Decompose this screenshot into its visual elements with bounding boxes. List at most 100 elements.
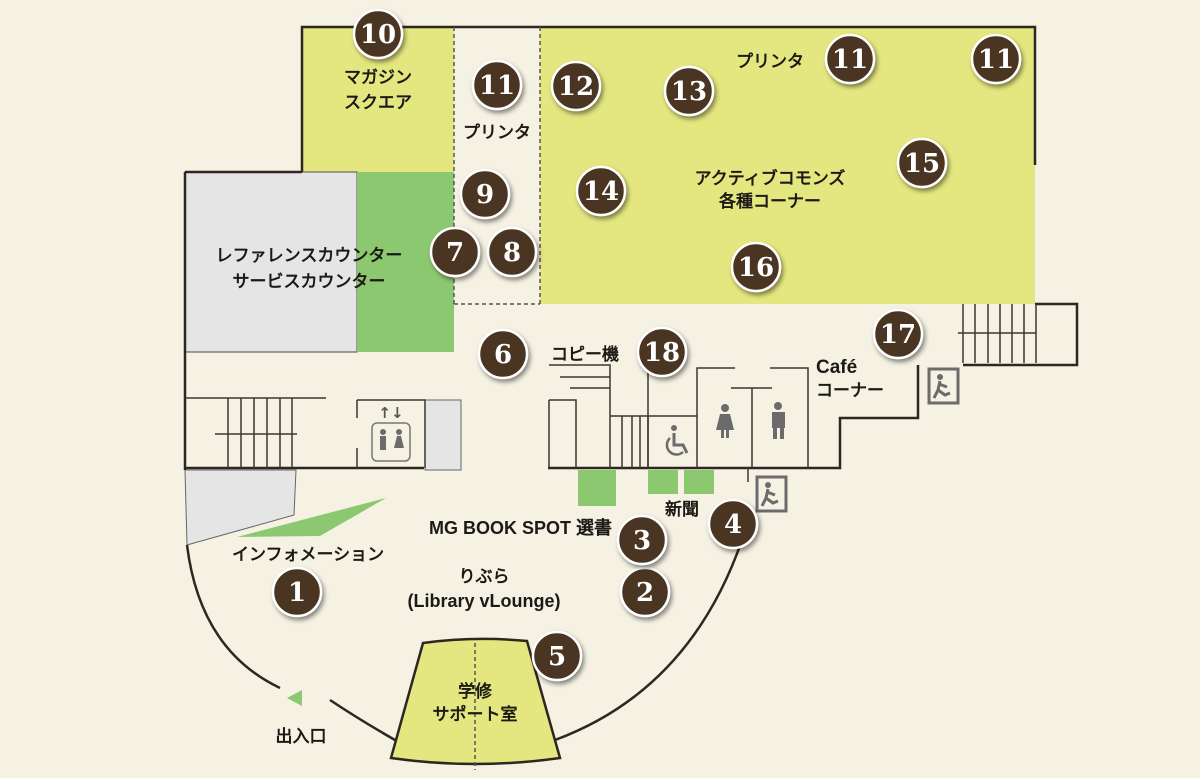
active-commons-label-1: アクティブコモンズ [695,168,846,189]
printer-top-label: プリンタ [736,51,804,72]
location-marker-12[interactable]: 12 [550,60,602,112]
stairs-center [548,364,697,468]
marker-circle[interactable] [636,326,688,378]
libra-label: りぶら [459,567,510,587]
marker-circle[interactable] [477,328,529,380]
marker-circle[interactable] [616,514,668,566]
marker-circle[interactable] [896,137,948,189]
marker-number: 2 [636,578,654,608]
marker-number: 8 [503,238,521,268]
location-marker-8[interactable]: 8 [486,226,538,278]
newspaper-label: 新聞 [665,499,699,520]
marker-number: 18 [644,338,680,368]
marker-number: 13 [671,77,707,107]
marker-number: 11 [479,71,515,101]
marker-number: 11 [978,45,1014,75]
active-commons-label-2: 各種コーナー [718,191,821,212]
walls [183,25,1079,770]
information-label: インフォメーション [232,545,384,565]
mg-book-spot-label: MG BOOK SPOT 選書 [429,518,612,538]
reference-counter-label: レファレンスカウンター [216,246,403,266]
marker-circle[interactable] [707,498,759,550]
marker-number: 6 [494,340,512,370]
marker-circle[interactable] [872,308,924,360]
marker-number: 14 [583,177,619,207]
location-marker-11[interactable]: 11 [824,33,876,85]
location-marker-5[interactable]: 5 [531,630,583,682]
elevator-shaft [356,399,426,468]
location-marker-16[interactable]: 16 [730,241,782,293]
marker-circle[interactable] [429,226,481,278]
marker-circle[interactable] [730,241,782,293]
location-marker-17[interactable]: 17 [872,308,924,360]
marker-circle[interactable] [619,566,671,618]
stairs-left [215,398,297,468]
marker-number: 12 [558,72,594,102]
marker-circle[interactable] [531,630,583,682]
marker-number: 4 [724,510,742,540]
location-marker-14[interactable]: 14 [575,165,627,217]
marker-circle[interactable] [824,33,876,85]
restroom-walls [696,367,809,482]
emergency-exit-icon [927,367,960,405]
marker-number: 9 [476,180,494,210]
entrance-label: 出入口 [276,726,327,747]
study-support-label-1: 学修 [458,681,493,702]
elevator-icon: ↑↓ [371,404,411,462]
marker-number: 3 [633,526,651,556]
magazine-square-label-1: マガジン [344,68,412,88]
cafe-label-1: Café [816,357,857,378]
marker-circle[interactable] [575,165,627,217]
location-marker-13[interactable]: 13 [663,65,715,117]
location-marker-10[interactable]: 10 [352,8,404,60]
marker-circle[interactable] [459,168,511,220]
zone-labels: マガジン スクエア プリンタ プリンタ アクティブコモンズ 各種コーナー レファ… [216,51,884,747]
marker-number: 7 [446,238,464,268]
elevator-side-room [424,399,462,471]
elevator-arrows: ↑↓ [378,404,403,422]
female-restroom-icon [716,404,734,438]
location-marker-11[interactable]: 11 [471,59,523,111]
study-support-label-2: サポート室 [433,704,518,725]
location-marker-2[interactable]: 2 [619,566,671,618]
marker-number: 17 [880,320,916,350]
cafe-label-2: コーナー [816,381,884,401]
male-restroom-icon [772,402,785,439]
printer-corridor-label: プリンタ [463,122,531,143]
marker-circle[interactable] [550,60,602,112]
marker-circle[interactable] [352,8,404,60]
marker-circle[interactable] [663,65,715,117]
service-counter-label: サービスカウンター [233,272,386,292]
location-marker-3[interactable]: 3 [616,514,668,566]
location-marker-7[interactable]: 7 [429,226,481,278]
wheelchair-icon [665,425,689,456]
emergency-exit-icon [755,475,788,513]
marker-circle[interactable] [486,226,538,278]
marker-circle[interactable] [970,33,1022,85]
marker-number: 5 [548,642,566,672]
marker-circle[interactable] [271,566,323,618]
marker-number: 11 [832,45,868,75]
newspaper-shelf-1 [648,470,678,494]
magazine-square-label-2: スクエア [344,93,412,113]
marker-number: 1 [288,578,306,608]
marker-number: 15 [904,149,940,179]
location-marker-9[interactable]: 9 [459,168,511,220]
marker-circle[interactable] [471,59,523,111]
location-marker-4[interactable]: 4 [707,498,759,550]
libra-english-label: (Library vLounge) [407,591,560,611]
reference-counter-zone[interactable] [184,171,358,353]
location-marker-6[interactable]: 6 [477,328,529,380]
location-marker-15[interactable]: 15 [896,137,948,189]
active-commons-zone[interactable] [540,27,1035,304]
newspaper-shelf-2 [684,470,714,494]
marker-number: 16 [738,253,774,283]
location-marker-1[interactable]: 1 [271,566,323,618]
location-marker-18[interactable]: 18 [636,326,688,378]
location-marker-11[interactable]: 11 [970,33,1022,85]
lower-left-room [184,469,297,546]
copy-machine-label: コピー機 [551,344,619,365]
mg-book-spot-shelf [578,470,616,506]
entrance-arrow-icon [287,690,302,706]
